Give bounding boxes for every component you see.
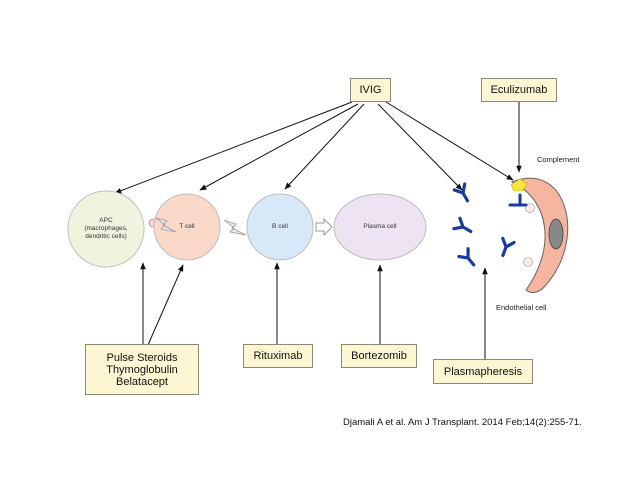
ivig-arrows	[114, 101, 514, 194]
arrow-ivig-apc	[114, 101, 353, 194]
antibody-icon	[452, 182, 470, 203]
lightning-apc-tcell-icon	[155, 217, 177, 233]
endothelial-cell	[510, 177, 569, 294]
antibody-icon	[501, 236, 516, 258]
antibody-icon	[452, 216, 473, 234]
endothelial-vesicle	[523, 257, 533, 267]
citation: Djamali A et al. Am J Transplant. 2014 F…	[343, 417, 582, 428]
arrow-ivig-bcell	[284, 103, 365, 190]
arrow-ivig-antibodies	[377, 103, 463, 191]
complement-icon	[510, 178, 528, 192]
arrow-ivig-complement	[385, 101, 514, 181]
bcell-label: B cell	[272, 223, 288, 230]
drug-box-steroids: Pulse Steroids Thymoglobulin Belatacept	[85, 344, 199, 395]
drug-box-rituximab: Rituximab	[243, 344, 313, 368]
plasma-cell	[333, 193, 427, 261]
drug-box-ivig: IVIG	[350, 78, 391, 102]
complement-label: Complement	[537, 155, 580, 164]
antibody-group	[452, 182, 516, 267]
drug-box-eculizumab: Eculizumab	[481, 78, 557, 102]
apc-cell	[67, 190, 145, 268]
bound-antibody-icon	[508, 193, 528, 207]
bcell	[246, 193, 314, 261]
apc-label: APC (macrophages, dendritic cells)	[84, 217, 128, 240]
antibody-icon	[457, 247, 476, 267]
tcell-label: T cell	[179, 223, 195, 230]
lightning-tcell-bcell-icon	[223, 219, 247, 236]
endothelial-label: Endothelial cell	[496, 303, 547, 312]
drug-box-plasmapheresis: Plasmapheresis	[433, 359, 533, 384]
arrow-steroids-tcell	[147, 264, 184, 346]
endothelial-nucleus	[548, 218, 564, 250]
tcell	[153, 193, 221, 261]
open-arrow-bcell-plasma-icon	[315, 217, 333, 237]
plasma-label: Plasma cell	[363, 223, 397, 230]
drug-box-bortezomib: Bortezomib	[341, 344, 417, 368]
arrow-ivig-tcell	[199, 103, 359, 191]
endothelial-vesicle	[525, 203, 535, 213]
